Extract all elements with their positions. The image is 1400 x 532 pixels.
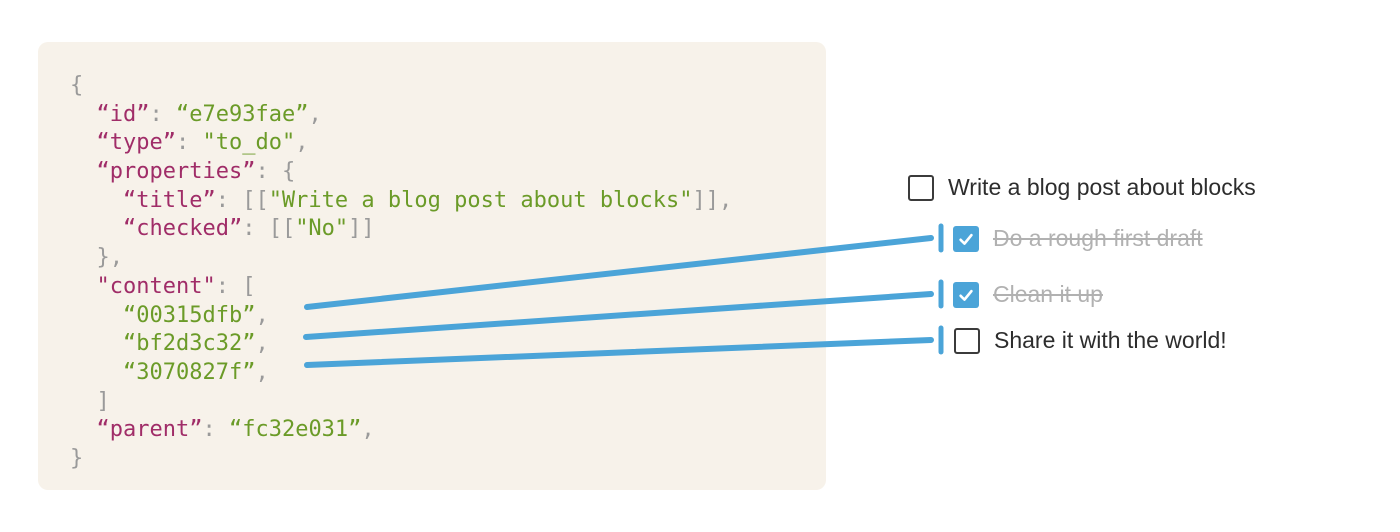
- todo-item: Write a blog post about blocks: [908, 174, 1256, 201]
- code-token: ,: [255, 331, 269, 357]
- code-line: “type”: "to_do",: [70, 129, 826, 158]
- todo-item: Clean it up: [953, 281, 1103, 308]
- code-token: [70, 303, 123, 328]
- code-token: [70, 216, 123, 241]
- code-token: : [[: [215, 187, 269, 213]
- code-token: ]: [70, 388, 110, 414]
- code-line: }: [70, 445, 826, 474]
- todo-checkbox[interactable]: [954, 327, 980, 354]
- code-token: "Write a blog post about blocks": [268, 187, 693, 213]
- code-line: “properties”: {: [70, 158, 826, 187]
- code-line: ]: [70, 388, 826, 417]
- code-token: :: [202, 417, 229, 443]
- code-token: }: [70, 445, 84, 471]
- code-line: “title”: [["Write a blog post about bloc…: [70, 187, 826, 216]
- code-line: “3070827f”,: [70, 359, 826, 388]
- code-token: },: [70, 245, 123, 271]
- code-line: “id”: “e7e93fae”,: [70, 101, 826, 130]
- todo-item: Do a rough first draft: [953, 225, 1203, 252]
- code-token: “checked”: [122, 216, 243, 242]
- todo-label: Clean it up: [993, 281, 1103, 307]
- todo-label: Share it with the world!: [994, 327, 1227, 353]
- code-token: "content": [96, 273, 216, 299]
- code-token: “title”: [122, 187, 216, 213]
- code-token: [70, 102, 97, 127]
- code-block: { “id”: “e7e93fae”, “type”: "to_do", “pr…: [70, 72, 826, 474]
- code-token: “00315dfb”: [122, 302, 256, 328]
- code-line: “bf2d3c32”,: [70, 330, 826, 359]
- code-token: ,: [361, 417, 375, 443]
- code-token: [70, 331, 123, 356]
- code-line: "content": [: [70, 273, 826, 302]
- code-token: "to_do": [202, 130, 296, 156]
- code-token: ,: [308, 101, 322, 127]
- code-token: ]]: [348, 216, 375, 242]
- code-line: “parent”: “fc32e031”,: [70, 416, 826, 445]
- code-panel: { “id”: “e7e93fae”, “type”: "to_do", “pr…: [38, 42, 826, 490]
- code-token: : [[: [242, 216, 296, 242]
- code-token: “bf2d3c32”: [122, 331, 256, 357]
- todo-checkbox[interactable]: [908, 174, 934, 201]
- todo-item: Share it with the world!: [954, 327, 1227, 354]
- code-token: : [: [215, 273, 256, 299]
- todo-label: Write a blog post about blocks: [948, 174, 1256, 200]
- code-token: [70, 274, 97, 299]
- code-token: [70, 130, 97, 155]
- code-token: {: [70, 73, 84, 98]
- code-token: : {: [255, 159, 296, 185]
- code-token: “id”: [96, 101, 150, 127]
- code-token: [70, 159, 97, 184]
- check-icon: [959, 289, 973, 301]
- code-token: "No": [295, 216, 349, 242]
- code-token: “e7e93fae”: [175, 101, 309, 127]
- code-token: “type”: [96, 130, 176, 156]
- code-token: [70, 417, 97, 442]
- code-line: “checked”: [["No"]]: [70, 215, 826, 244]
- code-token: [70, 360, 123, 385]
- todo-checkbox[interactable]: [953, 225, 979, 252]
- check-icon: [959, 233, 973, 245]
- code-token: “properties”: [96, 159, 256, 185]
- code-token: ]],: [692, 187, 733, 213]
- code-line: “00315dfb”,: [70, 302, 826, 331]
- code-token: ,: [255, 359, 269, 385]
- code-token: [70, 188, 123, 213]
- code-line: },: [70, 244, 826, 273]
- code-token: “parent”: [96, 417, 203, 443]
- code-line: {: [70, 72, 826, 101]
- code-token: ,: [295, 130, 309, 156]
- code-token: “3070827f”: [122, 359, 256, 385]
- code-token: :: [175, 130, 203, 156]
- code-token: :: [149, 101, 176, 127]
- code-token: “fc32e031”: [228, 417, 362, 443]
- todo-label: Do a rough first draft: [993, 225, 1203, 251]
- todo-checkbox[interactable]: [953, 281, 979, 308]
- code-token: ,: [255, 302, 269, 328]
